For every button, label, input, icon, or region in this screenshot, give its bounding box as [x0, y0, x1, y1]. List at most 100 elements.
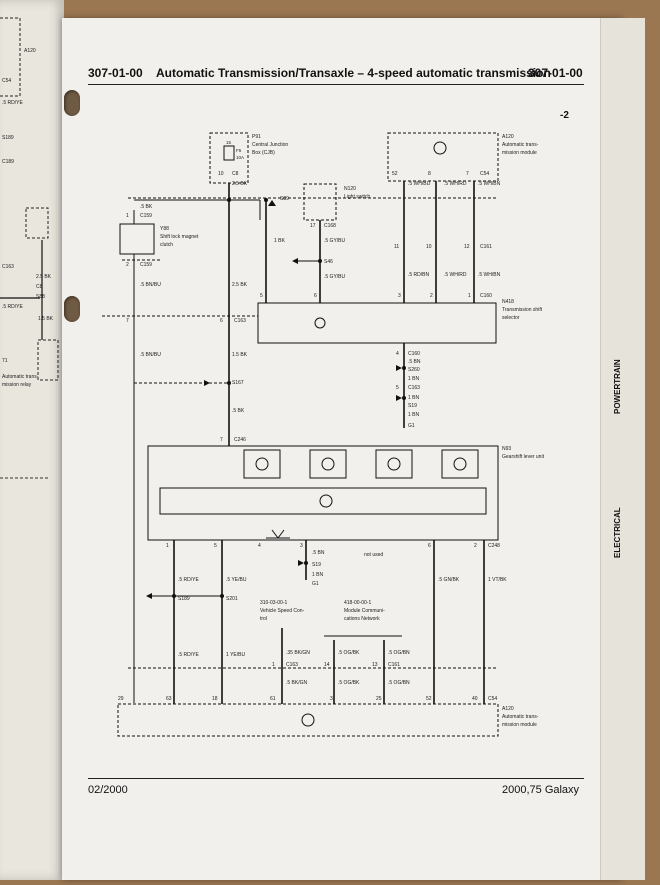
- lbl-whrd-b: .5 WH/RD: [444, 272, 467, 278]
- lbl-5gybu-b: .5 GY/BU: [324, 274, 346, 280]
- lbl-pin4-c160: 4: [396, 351, 399, 357]
- lbl-pin40: 40: [472, 696, 478, 702]
- lp-c8: C8: [36, 284, 43, 290]
- lbl-s189: S189: [178, 596, 190, 602]
- punch-hole-middle: [64, 296, 80, 322]
- lbl-c163: C163: [234, 318, 246, 324]
- lbl-pin10: 10: [218, 171, 224, 177]
- lbl-s19-a: S19: [408, 403, 417, 409]
- a120-top-desc2: mission module: [502, 150, 537, 156]
- lbl-5bn-b: .5 BN: [312, 550, 325, 556]
- lbl-1vtbk: 1 VT/BK: [488, 577, 507, 583]
- lbl-5bnbu-a: .5 BN/BU: [140, 282, 161, 288]
- lbl-pin25: 25: [376, 696, 382, 702]
- shift-lock-box: [119, 223, 155, 255]
- lbl-g1-b: G1: [312, 581, 319, 587]
- lp-15bk: 1.5 BK: [38, 316, 54, 322]
- y88-id: Y88: [160, 226, 169, 232]
- lbl-1bn-b: 1 BN: [408, 395, 420, 401]
- tcm-top-box: [387, 132, 499, 182]
- lbl-c54-top: C54: [480, 171, 489, 177]
- gearshift-unit-box: [147, 445, 499, 541]
- lbl-5ogbk-a: .5 OG/BK: [338, 650, 360, 656]
- lbl-s260: S260: [408, 367, 420, 373]
- lbl-pin7-top: 7: [466, 171, 469, 177]
- punch-hole-top: [64, 90, 80, 116]
- n93-desc: Gearshift lever unit: [502, 454, 545, 460]
- n418-id: N418: [502, 299, 514, 305]
- lbl-pin1-c159: 1: [126, 213, 129, 219]
- a120-bot-desc2: mission module: [502, 722, 537, 728]
- lbl-5ogbn-a: .5 OG/BN: [388, 650, 410, 656]
- p91-pin-top: 15: [226, 140, 232, 145]
- lbl-pin5-c163: 5: [396, 385, 399, 391]
- lbl-1yebu: 1 YE/BU: [226, 652, 245, 658]
- lp-s189: S189: [2, 135, 14, 141]
- lbl-pin3-bot: 3: [330, 696, 333, 702]
- lbl-pin18: 18: [212, 696, 218, 702]
- vss-code: 310-03-00-1: [260, 600, 287, 606]
- footer-model: 2000,75 Galaxy: [502, 784, 580, 796]
- tab-electrical[interactable]: ELECTRICAL: [613, 507, 622, 558]
- left-page-diagram: A120 C54 .5 RD/YE S189 C189 C163 2.5 BK …: [0, 17, 59, 479]
- lbl-5bkgn: .5 BK/GN: [286, 680, 308, 686]
- lbl-s201: S201: [226, 596, 238, 602]
- lp-relay1: Automatic trans-: [2, 374, 39, 380]
- lbl-not-used: not used: [364, 552, 383, 558]
- lbl-pin29: 29: [118, 696, 124, 702]
- vss-line1: Vehicle Speed Con-: [260, 608, 305, 614]
- lp-c163: C163: [2, 264, 14, 270]
- lbl-s89: S89: [280, 196, 289, 202]
- fuse-rating: 10A: [236, 155, 244, 160]
- binder-tabs: POWERTRAIN ELECTRICAL: [600, 18, 645, 880]
- lbl-c8: C8: [232, 171, 239, 177]
- a120-top-id: A120: [502, 134, 514, 140]
- fuse-id: F5: [236, 148, 242, 153]
- left-page: A120 C54 .5 RD/YE S189 C189 C163 2.5 BK …: [0, 0, 64, 880]
- p91-id: P91: [252, 134, 261, 140]
- manual-page: 307-01-00 Automatic Transmission/Transax…: [62, 18, 622, 880]
- lbl-c160-b: C160: [408, 351, 420, 357]
- wiring-diagram: P91 Central Junction Box (CJB) 15 F5 10A…: [102, 132, 545, 737]
- lbl-c159-a: C159: [140, 213, 152, 219]
- lbl-5bk-b: .5 BK: [232, 408, 245, 414]
- lbl-pin7-c163: 7: [126, 318, 129, 324]
- lbl-c161: C161: [480, 244, 492, 250]
- lbl-rdye: .5 RD/YE: [178, 577, 200, 583]
- lbl-pin61: 61: [270, 696, 276, 702]
- p91-desc1: Central Junction: [252, 142, 288, 148]
- lbl-rdye-b: .5 RD/YE: [178, 652, 200, 658]
- section-number-right: 307-01-00: [528, 66, 583, 80]
- n93-id: N93: [502, 446, 511, 452]
- page-suffix: -2: [560, 110, 569, 121]
- lp-c189: C189: [2, 159, 14, 165]
- p91-desc2: Box (CJB): [252, 150, 275, 156]
- lbl-1bk: 1 BK: [274, 238, 286, 244]
- lbl-yebu: .5 YE/BU: [226, 577, 247, 583]
- tcm-bottom-box: [117, 703, 499, 737]
- lbl-pin5-n418: 5: [260, 293, 263, 299]
- lbl-1bn-c: 1 BN: [408, 412, 420, 418]
- tab-powertrain[interactable]: POWERTRAIN: [613, 359, 622, 414]
- lbl-1bn-d: 1 BN: [312, 572, 324, 578]
- lbl-pin6-n418: 6: [314, 293, 317, 299]
- lbl-pin12: 12: [464, 244, 470, 250]
- lbl-c159-b: C159: [140, 262, 152, 268]
- lbl-pin8-top: 8: [428, 171, 431, 177]
- lbl-5ogbk-b: .5 OG/BK: [338, 680, 360, 686]
- mcn-line2: cations Network: [344, 616, 380, 622]
- lbl-whrd: .5 WH/RD: [444, 181, 467, 187]
- lp-25bk: 2.5 BK: [36, 274, 52, 280]
- lbl-pin4-b: 4: [258, 543, 261, 549]
- lp-a120: A120: [24, 48, 36, 54]
- a120-bot-id: A120: [502, 706, 514, 712]
- lbl-pin3-n418: 3: [398, 293, 401, 299]
- lbl-pin10b: 10: [426, 244, 432, 250]
- lbl-pin52-top: 52: [392, 171, 398, 177]
- lbl-25bk-a: 2.5 BK: [232, 181, 248, 187]
- lbl-1bn-a: 1 BN: [408, 376, 420, 382]
- lbl-pin2-c159: 2: [126, 262, 129, 268]
- lbl-35bkgn: .35 BK/GN: [286, 650, 310, 656]
- lbl-c161-b: C161: [388, 662, 400, 668]
- lp-relay2: mission relay: [2, 382, 32, 388]
